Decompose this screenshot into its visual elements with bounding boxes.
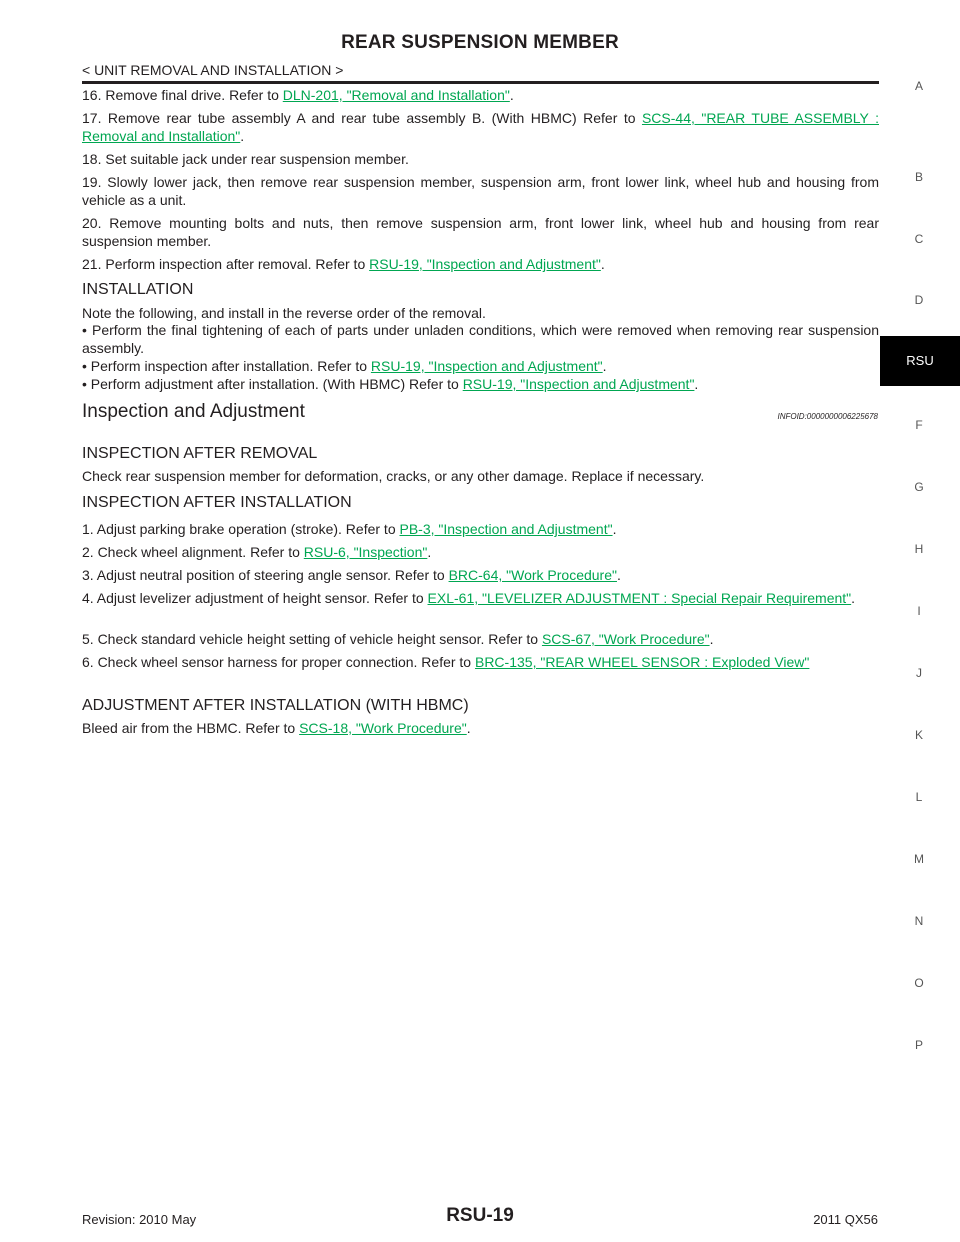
installation-heading: INSTALLATION: [82, 281, 194, 298]
inspection-after-installation-heading: INSPECTION AFTER INSTALLATION: [82, 494, 352, 511]
adjustment-body: Bleed air from the HBMC. Refer to: [82, 720, 300, 736]
step-text: 6. Check wheel sensor harness for proper…: [82, 654, 475, 670]
step-link[interactable]: BRC-64, "Work Procedure": [448, 567, 617, 583]
step-text: 2. Check wheel alignment. Refer to: [82, 544, 304, 560]
footer-model: 2011 QX56: [813, 1212, 878, 1227]
tab-d[interactable]: D: [914, 293, 924, 307]
step-link[interactable]: RSU-6, "Inspection": [303, 544, 428, 560]
step-text: 1. Adjust parking brake operation (strok…: [82, 521, 400, 537]
inspection-step-2: 2. Check wheel alignment. Refer to RSU-6…: [82, 543, 879, 561]
step-punct: .: [612, 521, 617, 537]
tab-rsu[interactable]: RSU: [880, 336, 960, 386]
step-punct: .: [427, 544, 432, 560]
inspection-step-5: 5. Check standard vehicle height setting…: [82, 630, 879, 648]
adjustment-text: Bleed air from the HBMC. Refer to SCS-18…: [82, 719, 879, 737]
inspection-step-6: 6. Check wheel sensor harness for proper…: [82, 653, 879, 671]
removal-step-18: 18. Set suitable jack under rear suspens…: [82, 151, 409, 167]
footer-revision: Revision: 2010 May: [82, 1212, 197, 1227]
step-punct: .: [851, 590, 856, 606]
inspection-step-1: 1. Adjust parking brake operation (strok…: [82, 520, 879, 538]
bullet-link[interactable]: RSU-19, "Inspection and Adjustment": [462, 376, 695, 392]
tab-b[interactable]: B: [914, 170, 923, 184]
inspection-step-3: 3. Adjust neutral position of steering a…: [82, 566, 879, 584]
step-text: 5. Check standard vehicle height setting…: [82, 631, 542, 647]
adjustment-heading: ADJUSTMENT AFTER INSTALLATION (WITH HBMC…: [82, 697, 469, 714]
tab-i[interactable]: I: [917, 604, 921, 618]
installation-bullet-2: • Perform inspection after installation.…: [82, 357, 879, 375]
installation-bullet-3: • Perform adjustment after installation.…: [82, 375, 879, 393]
removal-step-21: 21. Perform inspection after removal. Re…: [82, 255, 879, 273]
step-text: 3. Adjust neutral position of steering a…: [82, 567, 449, 583]
info-id: INFOID:0000000006225678: [777, 412, 878, 421]
section-heading: Inspection and Adjustment: [82, 401, 305, 422]
tab-m[interactable]: M: [914, 852, 924, 866]
page-number: RSU-19: [446, 1205, 514, 1226]
tab-o[interactable]: O: [914, 976, 924, 990]
removal-step-16: 16. Remove final drive. Refer to DLN-201…: [82, 86, 879, 104]
breadcrumb: < UNIT REMOVAL AND INSTALLATION >: [82, 62, 344, 78]
page-title: REAR SUSPENSION MEMBER: [341, 32, 619, 53]
tab-n[interactable]: N: [914, 914, 924, 928]
tab-k[interactable]: K: [914, 728, 923, 742]
inspection-after-removal-text: Check rear suspension member for deforma…: [82, 468, 705, 484]
step-link[interactable]: SCS-67, "Work Procedure": [541, 631, 710, 647]
step-text: 4. Adjust levelizer adjustment of height…: [82, 590, 428, 606]
bullet-link[interactable]: RSU-19, "Inspection and Adjustment": [370, 358, 603, 374]
step-link[interactable]: EXL-61, "LEVELIZER ADJUSTMENT : Special …: [427, 590, 852, 606]
inspection-after-removal-heading: INSPECTION AFTER REMOVAL: [82, 445, 318, 462]
inspection-step-4: 4. Adjust levelizer adjustment of height…: [82, 589, 879, 607]
tab-g[interactable]: G: [914, 480, 924, 494]
bullet-punct: .: [694, 376, 699, 392]
step-punct: .: [509, 87, 514, 103]
step-link[interactable]: PB-3, "Inspection and Adjustment": [399, 521, 613, 537]
tab-c[interactable]: C: [914, 232, 924, 246]
step-punct: .: [600, 256, 605, 272]
removal-step-20: 20. Remove mounting bolts and nuts, then…: [82, 215, 879, 249]
tab-a[interactable]: A: [914, 79, 923, 93]
bullet-text: • Perform adjustment after installation.…: [82, 376, 463, 392]
tab-l[interactable]: L: [915, 790, 923, 804]
header-divider: [82, 81, 879, 84]
bullet-punct: .: [602, 358, 607, 374]
step-link[interactable]: BRC-135, "REAR WHEEL SENSOR : Exploded V…: [474, 654, 810, 670]
removal-step-17: 17. Remove rear tube assembly A and rear…: [82, 109, 879, 145]
installation-bullet-1: • Perform the final tightening of each o…: [82, 322, 879, 356]
step-link[interactable]: RSU-19, "Inspection and Adjustment": [369, 256, 601, 272]
adjustment-link[interactable]: SCS-18, "Work Procedure": [299, 720, 467, 736]
installation-note: Note the following, and install in the r…: [82, 305, 486, 321]
tab-h[interactable]: H: [914, 542, 924, 556]
step-text: 17. Remove rear tube assembly A and rear…: [82, 110, 642, 126]
step-link[interactable]: DLN-201, "Removal and Installation": [282, 87, 510, 103]
adjustment-punct: .: [466, 720, 471, 736]
step-text: 16. Remove final drive. Refer to: [82, 87, 283, 103]
step-punct: .: [240, 128, 245, 144]
step-punct: .: [616, 567, 621, 583]
step-link[interactable]: SCS-44, "REAR TUBE ASSEMBLY : Removal an…: [82, 110, 879, 144]
tab-j[interactable]: J: [916, 666, 922, 680]
removal-step-19: 19. Slowly lower jack, then remove rear …: [82, 174, 879, 208]
bullet-text: • Perform inspection after installation.…: [82, 358, 371, 374]
section-tab-strip: A B C D RSU F G H I J K L M N O P: [878, 0, 960, 1242]
step-punct: .: [709, 631, 714, 647]
tab-f[interactable]: F: [915, 418, 923, 432]
tab-p[interactable]: P: [914, 1038, 923, 1052]
step-text: 21. Perform inspection after removal. Re…: [82, 256, 370, 272]
